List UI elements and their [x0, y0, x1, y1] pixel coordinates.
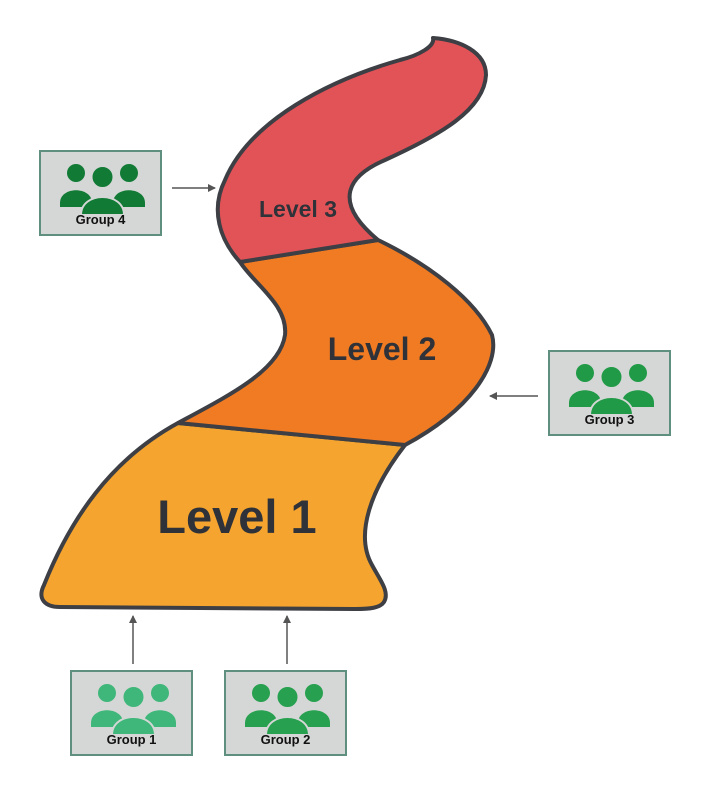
- people-group-icon: [60, 164, 145, 215]
- level-1-label: Level 1: [157, 490, 316, 543]
- people-group-icon: [245, 684, 330, 735]
- group-4-box: Group 4: [39, 150, 162, 236]
- level-2-shape: [176, 238, 496, 447]
- people-group-icon: [91, 684, 176, 735]
- group-3-label: Group 3: [584, 412, 635, 427]
- people-group-icon: [569, 364, 654, 415]
- level-1-shape: [39, 421, 407, 611]
- level-3-shape: [215, 36, 488, 264]
- group-1-label: Group 1: [106, 732, 157, 747]
- group-2-box: Group 2: [224, 670, 347, 756]
- group-4-label: Group 4: [75, 212, 126, 227]
- group-2-label: Group 2: [260, 732, 311, 747]
- level-2-label: Level 2: [328, 331, 437, 367]
- group-1-box: Group 1: [70, 670, 193, 756]
- level-3-label: Level 3: [259, 196, 337, 222]
- group-3-box: Group 3: [548, 350, 671, 436]
